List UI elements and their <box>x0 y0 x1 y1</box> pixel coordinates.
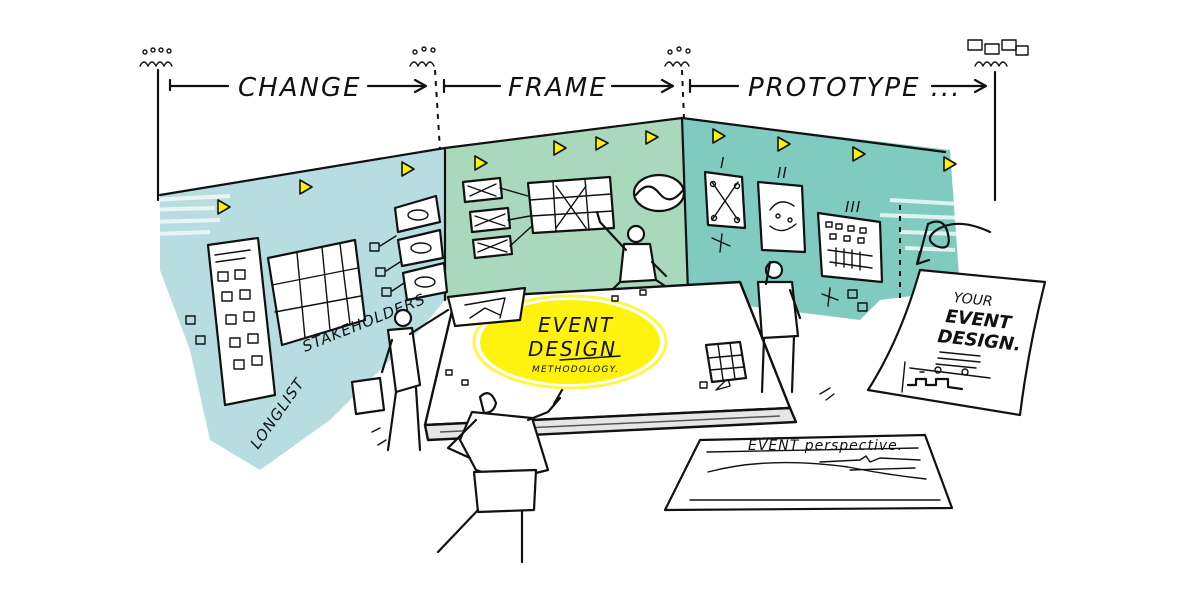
event-design-document: YOUR EVENT DESIGN. <box>866 268 1047 417</box>
triangle-marker-icon <box>553 140 567 156</box>
wall-marker-triangles <box>217 128 957 215</box>
triangle-marker-icon <box>299 179 313 195</box>
prototype-marker-1: I <box>720 154 725 172</box>
event-perspective-label: EVENT perspective. <box>748 438 903 454</box>
triangle-marker-icon <box>474 155 488 171</box>
prototype-marker-2: II <box>777 164 788 182</box>
person-left-holding-sheet <box>350 308 450 452</box>
prototype-board-2 <box>756 180 807 254</box>
center-title-line1: EVENT <box>538 313 614 337</box>
curly-arrow-icon <box>915 220 992 266</box>
triangle-marker-icon <box>777 136 791 152</box>
triangle-marker-icon <box>712 128 726 144</box>
longlist-sheet <box>206 236 277 407</box>
presenter-figure <box>595 210 670 292</box>
stakeholder-cards <box>369 194 449 302</box>
center-subtitle: METHODOLOGY. <box>532 365 619 375</box>
prototype-board-3 <box>816 211 884 284</box>
center-wall-content <box>461 173 686 292</box>
triangle-marker-icon <box>852 146 866 162</box>
triangle-marker-icon <box>943 156 957 172</box>
document-line1: YOUR <box>953 290 994 310</box>
person-foreground-woman <box>436 388 564 564</box>
right-wall-content: I II III <box>703 154 992 312</box>
event-design-highlight <box>480 300 660 384</box>
phase-label-prototype: PROTOTYPE ... <box>748 73 961 103</box>
phase-label-frame: FRAME <box>508 73 608 103</box>
triangle-marker-icon <box>645 130 659 145</box>
milestone-crowd-icon <box>664 46 691 67</box>
prototype-marker-3: III <box>845 198 861 216</box>
phase-label-change: CHANGE <box>238 73 362 103</box>
triangle-marker-icon <box>401 161 415 177</box>
triangle-marker-icon <box>217 199 231 215</box>
person-right-standing <box>756 260 835 401</box>
timeline: CHANGE FRAME PROTOTYPE ... <box>139 39 1029 202</box>
triangle-marker-icon <box>595 136 609 151</box>
milestone-crowd-icon <box>409 46 436 67</box>
milestone-crowd-icon <box>139 47 173 67</box>
milestone-celebration-icon <box>967 39 1029 67</box>
event-perspective-board: EVENT perspective. <box>663 433 954 512</box>
conference-table: EVENT DESIGN METHODOLOGY. <box>423 280 798 442</box>
stakeholder-map <box>266 238 367 347</box>
